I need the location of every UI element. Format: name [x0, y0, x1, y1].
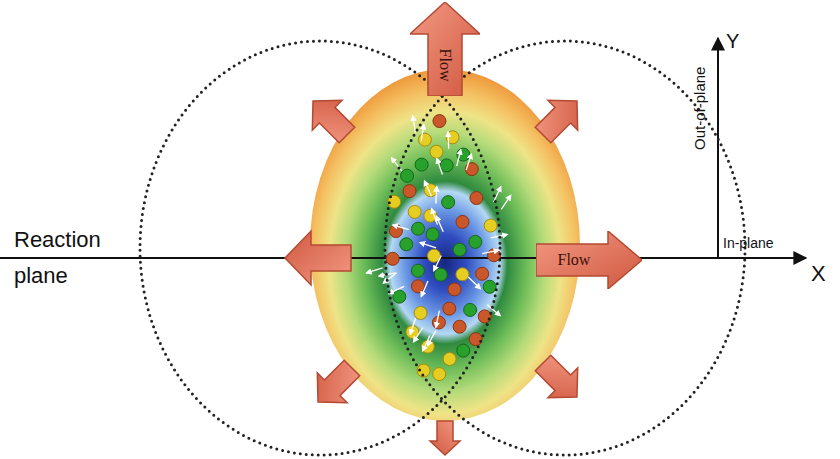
- momentum-arrow: [436, 216, 443, 232]
- axis-letter: X: [811, 262, 826, 286]
- particle: [434, 268, 447, 281]
- particle: [453, 243, 466, 256]
- particle: [469, 235, 482, 248]
- particle: [470, 192, 483, 205]
- momentum-arrow: [447, 132, 449, 149]
- momentum-arrow: [457, 150, 461, 167]
- particle: [469, 333, 482, 346]
- momentum-arrow: [393, 225, 409, 230]
- particle: [401, 169, 414, 182]
- nucleus-outline: [140, 41, 500, 455]
- reaction-plane-axis: [0, 257, 806, 259]
- y-axis: [717, 38, 719, 258]
- momentum-arrow: [413, 116, 416, 133]
- axis-title: Reaction plane: [14, 222, 126, 294]
- momentum-arrow: [436, 311, 439, 328]
- momentum-arrow: [437, 159, 443, 175]
- momentum-arrow: [435, 187, 437, 204]
- flow-arrow: [528, 86, 592, 150]
- particle: [478, 310, 491, 323]
- momentum-arrow: [424, 181, 431, 196]
- axis-title: In-plane: [723, 236, 774, 251]
- particle: [411, 264, 424, 277]
- particle: [433, 368, 446, 381]
- flow-arrow: [430, 421, 460, 455]
- momentum-arrow: [482, 250, 499, 254]
- axis-title: Out-of-plane: [692, 66, 709, 149]
- flow-arrow: [285, 231, 351, 285]
- particle: [400, 238, 413, 251]
- particle: [443, 352, 456, 365]
- particle: [412, 222, 425, 235]
- momentum-arrow: [487, 305, 500, 316]
- particle: [456, 215, 469, 228]
- particle: [426, 228, 439, 241]
- momentum-arrow: [410, 318, 415, 334]
- momentum-arrow: [366, 268, 382, 273]
- particle: [433, 115, 446, 128]
- particle: [418, 133, 431, 146]
- flow-arrow-box: Flow: [410, 2, 480, 96]
- particle: [421, 340, 434, 353]
- momentum-arrow: [391, 158, 401, 171]
- axis-letter: Y: [726, 30, 739, 52]
- momentum-arrow: [421, 124, 424, 141]
- particle: [393, 290, 406, 303]
- flow-arrow: [303, 353, 367, 417]
- particle: [483, 280, 496, 293]
- particle: [453, 320, 466, 333]
- particle: [415, 158, 428, 171]
- flow-label: Flow: [558, 252, 591, 268]
- particle: [442, 196, 455, 209]
- particle: [457, 344, 470, 357]
- momentum-arrow: [501, 195, 511, 209]
- particle: [464, 303, 477, 316]
- momentum-arrow: [466, 154, 471, 170]
- momentum-arrow: [421, 281, 428, 297]
- arrow-outline: [536, 231, 642, 289]
- particle: [430, 145, 443, 158]
- nucleus-outline: [385, 41, 745, 455]
- flow-arrow: [298, 86, 362, 150]
- particle: [414, 306, 427, 319]
- particle: [408, 205, 421, 218]
- particle: [386, 252, 399, 265]
- momentum-arrow: [413, 328, 422, 342]
- arrow-outline: [410, 2, 480, 96]
- flow-arrow-box: Flow: [536, 231, 642, 289]
- momentum-arrow: [434, 256, 442, 271]
- particle: [448, 283, 461, 296]
- particle: [484, 219, 497, 232]
- particle: [440, 159, 453, 172]
- momentum-arrow: [468, 277, 480, 289]
- momentum-arrow: [428, 331, 436, 346]
- flow-label: Flow: [437, 49, 453, 82]
- flow-arrow: [528, 348, 592, 412]
- particle: [443, 302, 456, 315]
- particle: [432, 316, 445, 329]
- momentum-arrow: [420, 243, 436, 248]
- particle: [456, 268, 469, 281]
- particle: [476, 267, 489, 280]
- momentum-arrow: [389, 286, 404, 293]
- particle: [411, 280, 424, 293]
- particle: [403, 185, 416, 198]
